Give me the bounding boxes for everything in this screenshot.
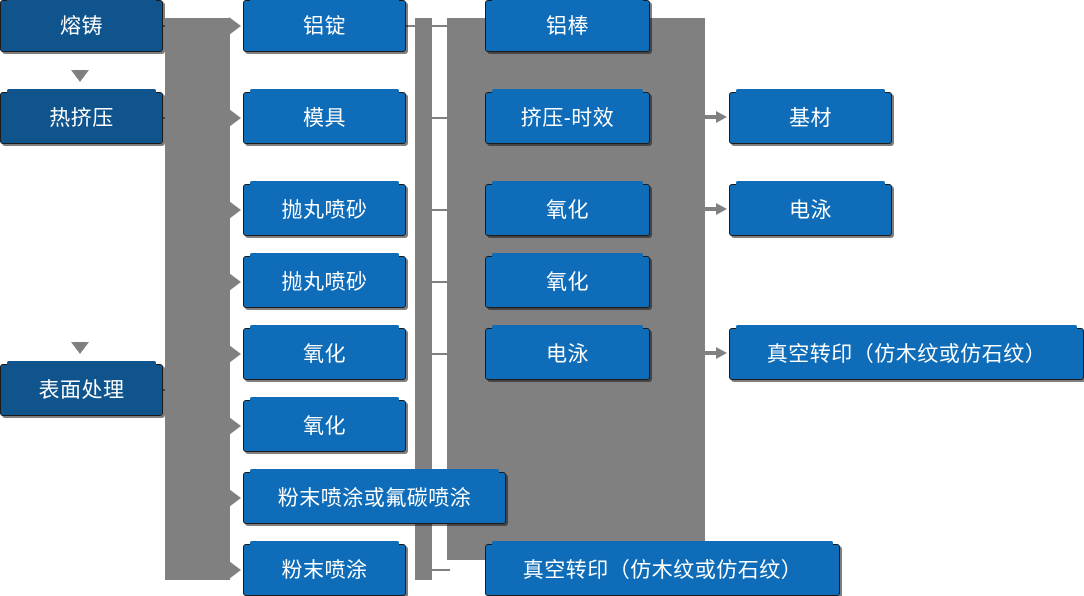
output-box-substrate[interactable]: 基材 [729, 89, 892, 144]
arrow-to-process-6 [229, 417, 241, 435]
box-highlight [250, 325, 399, 329]
connector-extrude-to-trunk [163, 117, 169, 119]
process-box-label: 模具 [303, 106, 346, 130]
detail-box-label: 氧化 [546, 198, 589, 222]
arrow-to-process-7 [229, 489, 241, 507]
process-box-label: 抛丸喷砂 [281, 198, 368, 222]
down-arrow-stage-1 [71, 70, 89, 82]
detail-box-oxidation-1[interactable]: 氧化 [485, 181, 650, 236]
box-highlight [250, 397, 399, 401]
gray-branch-surface [165, 364, 180, 392]
arrow-to-process-2 [229, 109, 241, 127]
process-box-mold[interactable]: 模具 [243, 89, 406, 144]
arrow-head [716, 203, 727, 215]
process-box-label: 粉末喷涂 [281, 558, 368, 582]
connector-process-5 [430, 353, 450, 355]
connector-process-3 [430, 209, 450, 211]
arrow-to-process-8 [229, 561, 241, 579]
box-highlight [250, 0, 399, 1]
box-highlight [250, 181, 399, 185]
output-box-electrophoresis[interactable]: 电泳 [729, 181, 892, 236]
process-box-label: 氧化 [303, 342, 346, 366]
detail-box-label: 铝棒 [546, 14, 589, 38]
box-highlight [250, 89, 399, 93]
output-box-label: 电泳 [789, 198, 832, 222]
box-highlight [492, 541, 833, 545]
detail-box-extrusion-aging[interactable]: 挤压-时效 [485, 89, 650, 144]
box-highlight [492, 181, 643, 185]
process-box-shot-blasting-2[interactable]: 抛丸喷砂 [243, 253, 406, 308]
detail-box-label: 氧化 [546, 270, 589, 294]
arrow-head [716, 347, 727, 359]
process-box-oxidation-2[interactable]: 氧化 [243, 397, 406, 452]
process-box-label: 抛丸喷砂 [281, 270, 368, 294]
arrow-to-process-3 [229, 201, 241, 219]
connector-process-2 [430, 117, 450, 119]
arrow-to-process-4 [229, 273, 241, 291]
process-box-powder-coating[interactable]: 粉末喷涂 [243, 541, 406, 596]
box-highlight [736, 89, 885, 93]
process-box-aluminum-ingot[interactable]: 铝锭 [243, 0, 406, 52]
arrow-to-process-5 [229, 345, 241, 363]
detail-box-label: 电泳 [546, 342, 589, 366]
connector-process-4 [430, 281, 450, 283]
output-box-label: 基材 [789, 106, 832, 130]
box-highlight [7, 89, 156, 93]
arrow-to-output-1 [701, 111, 727, 123]
stage-box-label: 熔铸 [60, 14, 103, 38]
stage-box-hot-extrusion[interactable]: 热挤压 [0, 89, 163, 144]
connector-process-1 [405, 25, 450, 27]
process-box-label: 铝锭 [303, 14, 346, 38]
detail-box-oxidation-2[interactable]: 氧化 [485, 253, 650, 308]
detail-box-label: 挤压-时效 [520, 106, 615, 130]
box-highlight [7, 361, 156, 365]
box-highlight [492, 0, 643, 1]
process-box-shot-blasting-1[interactable]: 抛丸喷砂 [243, 181, 406, 236]
box-highlight [7, 0, 156, 1]
stage-box-label: 热挤压 [49, 106, 114, 130]
connector-melt-to-trunk [163, 25, 169, 27]
stage-box-label: 表面处理 [38, 378, 125, 402]
detail-box-aluminum-bar[interactable]: 铝棒 [485, 0, 650, 52]
box-highlight [250, 253, 399, 257]
process-box-oxidation-1[interactable]: 氧化 [243, 325, 406, 380]
process-box-label: 氧化 [303, 414, 346, 438]
detail-box-vacuum-transfer-print[interactable]: 真空转印（仿木纹或仿石纹） [485, 541, 840, 596]
arrow-to-output-3 [701, 347, 727, 359]
arrow-head [716, 111, 727, 123]
box-highlight [250, 469, 499, 473]
gray-trunk-left [165, 18, 230, 580]
detail-box-label: 真空转印（仿木纹或仿石纹） [522, 558, 803, 582]
connector-surface-to-trunk [163, 389, 183, 391]
stage-box-melt-casting[interactable]: 熔铸 [0, 0, 163, 52]
box-highlight [250, 541, 399, 545]
box-highlight [492, 253, 643, 257]
box-highlight [736, 181, 885, 185]
arrow-shaft [701, 115, 717, 119]
box-highlight [492, 325, 643, 329]
connector-process-8 [430, 569, 450, 571]
box-highlight [736, 325, 1077, 329]
gray-spine-middle [415, 18, 432, 580]
detail-box-electrophoresis[interactable]: 电泳 [485, 325, 650, 380]
down-arrow-stage-2 [71, 342, 89, 354]
process-box-powder-or-fluorocarbon-coating[interactable]: 粉末喷涂或氟碳喷涂 [243, 469, 506, 524]
box-highlight [492, 89, 643, 93]
stage-box-surface-treatment[interactable]: 表面处理 [0, 361, 163, 416]
process-box-label: 粉末喷涂或氟碳喷涂 [277, 486, 472, 510]
arrow-to-output-2 [701, 203, 727, 215]
output-box-label: 真空转印（仿木纹或仿石纹） [766, 342, 1047, 366]
output-box-vacuum-transfer-print[interactable]: 真空转印（仿木纹或仿石纹） [729, 325, 1084, 380]
arrow-shaft [701, 351, 717, 355]
arrow-to-process-1 [229, 17, 241, 35]
arrow-shaft [701, 207, 717, 211]
